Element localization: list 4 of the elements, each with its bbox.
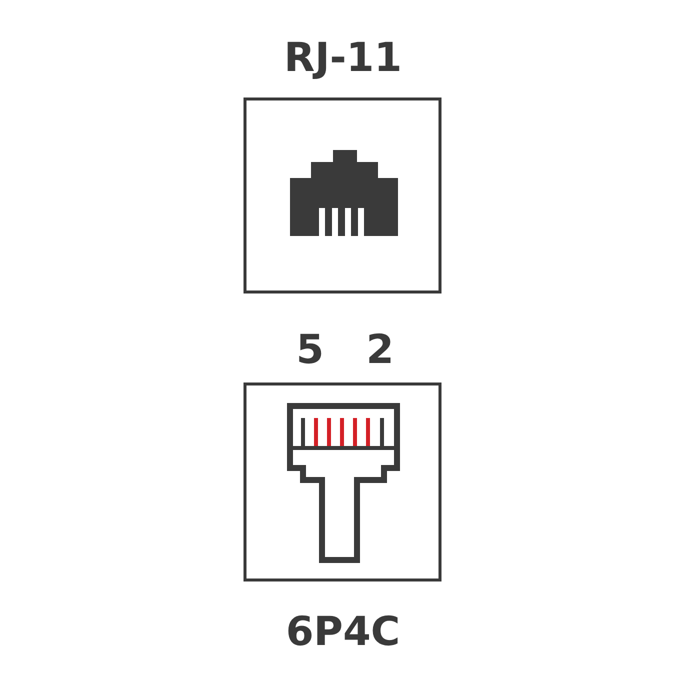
pin-number: 2 [366,330,394,370]
pin-number: 5 [296,330,324,370]
title: RJ-11 [284,38,402,78]
caption: 6P4C [286,612,400,652]
